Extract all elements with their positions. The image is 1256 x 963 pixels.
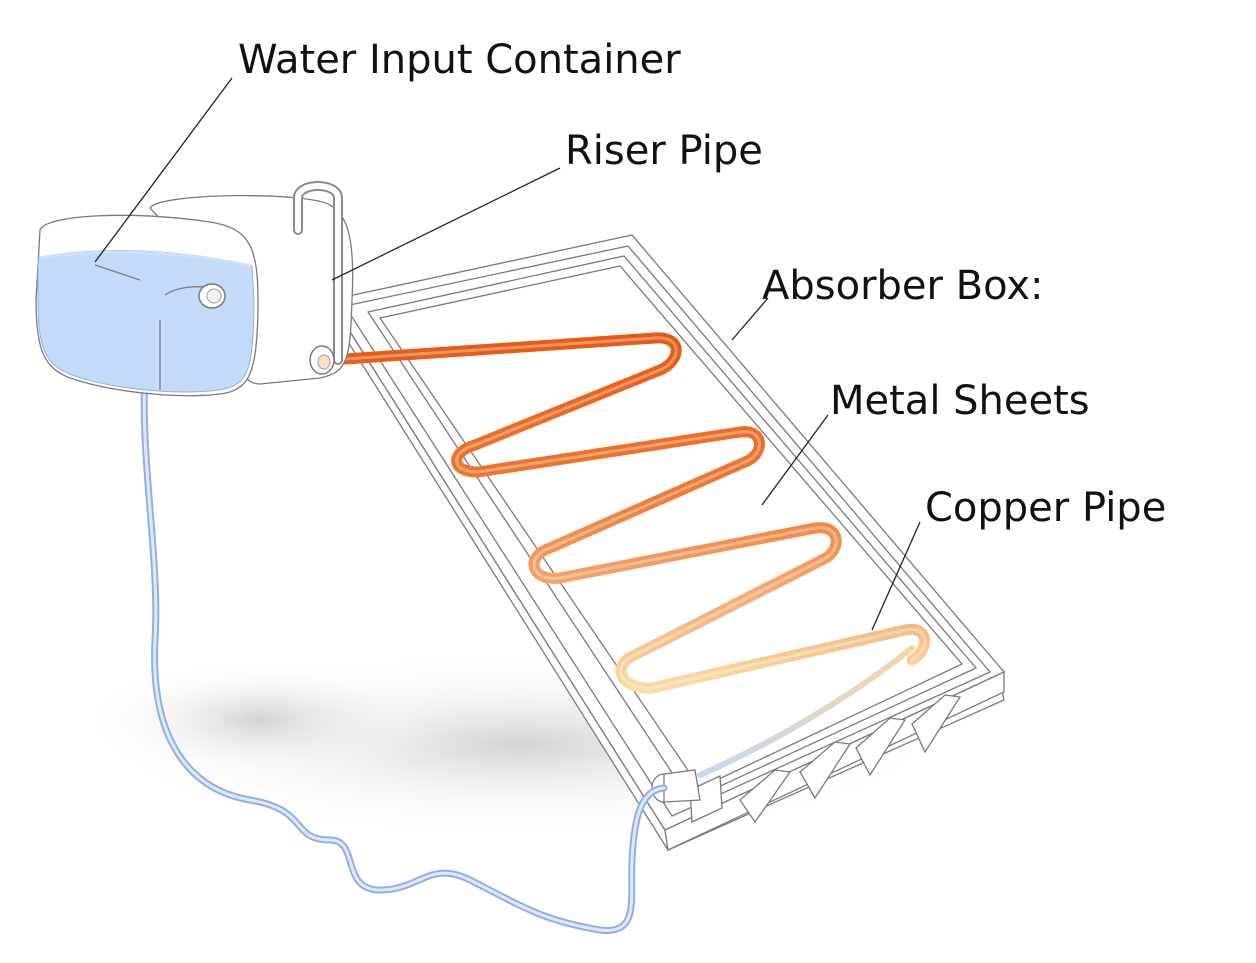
water-input-container — [35, 181, 354, 397]
label-riser-pipe: Riser Pipe — [565, 128, 763, 174]
return-pipe — [697, 645, 915, 778]
label-water-input-container: Water Input Container — [238, 37, 681, 83]
label-copper-pipe: Copper Pipe — [925, 485, 1166, 531]
support-fins — [739, 694, 962, 824]
leader-copper-pipe — [871, 521, 921, 631]
leader-water-input-container — [94, 77, 233, 263]
ground-shadow-tank — [80, 660, 440, 780]
leader-riser-pipe — [331, 167, 561, 281]
copper-pipe — [324, 332, 931, 694]
leader-metal-sheets — [761, 414, 829, 506]
tank-water — [37, 250, 255, 393]
absorber-box — [328, 234, 1006, 851]
leader-absorber-box — [731, 297, 769, 341]
label-metal-sheets: Metal Sheets — [830, 378, 1090, 424]
label-absorber-box: Absorber Box: — [762, 263, 1044, 309]
